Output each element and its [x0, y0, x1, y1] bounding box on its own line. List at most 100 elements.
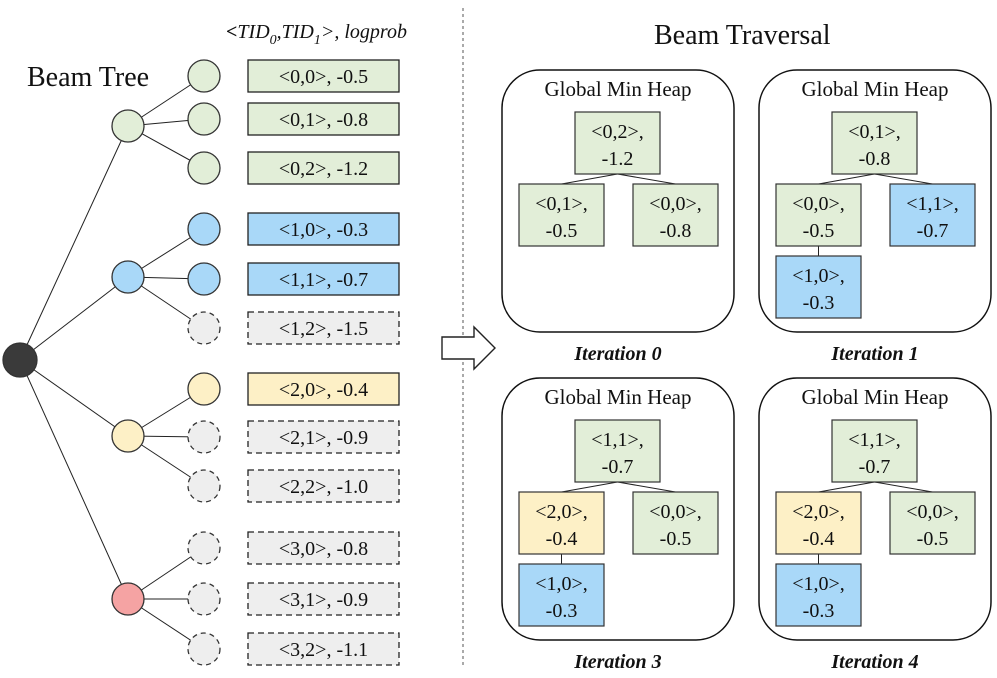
heap-edge [818, 173, 875, 185]
pruned-candidate-box [247, 311, 400, 345]
heap-title: Global Min Heap [802, 77, 949, 101]
heap-right-label: <1,1>, [906, 193, 959, 215]
iteration-label: Iteration 0 [573, 343, 661, 365]
candidate-label: <3,1>, -0.9 [279, 589, 368, 611]
heap-child-box [775, 563, 862, 627]
iteration-label: Iteration 4 [830, 651, 918, 673]
pruned-candidate-box [247, 531, 400, 565]
leaf-node [187, 372, 221, 406]
beam-tree-title: Beam Tree [27, 62, 149, 93]
leaf-node [187, 102, 221, 136]
heap-left-box [775, 491, 862, 555]
heap-right-box [889, 491, 976, 555]
heap-right-value: -0.8 [660, 220, 692, 242]
heap-edge [818, 481, 875, 493]
heap-frame [501, 69, 735, 333]
candidate-box [247, 372, 400, 406]
heap-child-label: <1,0>, [792, 265, 845, 287]
pruned-candidate-box [247, 632, 400, 666]
header-sub1: 1 [314, 33, 321, 48]
heap-root-value: -0.8 [859, 148, 891, 170]
candidate-label: <3,2>, -1.1 [279, 639, 368, 661]
heap-title: Global Min Heap [545, 385, 692, 409]
pruned-leaf-node [187, 311, 221, 345]
leaf-node [187, 151, 221, 185]
tree-edges [19, 75, 205, 650]
heap-left-box [518, 491, 605, 555]
heap-panel: Global Min Heap<0,1>,-0.8<0,0>,-0.5<1,1>… [758, 69, 992, 365]
branch-node [111, 419, 145, 453]
beam-tree: <0,0>, -0.5<0,1>, -0.8<0,2>, -1.2<1,0>, … [2, 59, 400, 666]
heap-root-value: -1.2 [602, 148, 634, 170]
heap-root-label: <0,2>, [591, 121, 644, 143]
heap-right-value: -0.5 [917, 528, 949, 550]
pruned-leaf-node [187, 420, 221, 454]
pruned-leaf-node [187, 469, 221, 503]
header-comma: , [277, 21, 282, 43]
candidate-box [247, 102, 400, 136]
branch-node [111, 582, 145, 616]
heap-child-box [775, 255, 862, 319]
heap-root-box [831, 111, 918, 175]
heap-edge [561, 173, 618, 185]
heap-root-value: -0.7 [602, 456, 634, 478]
tree-edge [19, 359, 129, 600]
pruned-candidate-box [247, 420, 400, 454]
header-sub0: 0 [270, 33, 277, 48]
candidate-label: <2,1>, -0.9 [279, 427, 368, 449]
pruned-candidate-box [247, 469, 400, 503]
heap-root-label: <0,1>, [848, 121, 901, 143]
pruned-leaf-node [187, 632, 221, 666]
leaf-node [187, 59, 221, 93]
heap-left-value: -0.4 [546, 528, 578, 550]
header-tid1: TID [282, 21, 315, 43]
branch-node [111, 109, 145, 143]
heap-left-label: <0,0>, [792, 193, 845, 215]
heap-right-box [889, 183, 976, 247]
root-node [2, 342, 38, 378]
heap-left-value: -0.4 [803, 528, 835, 550]
heap-left-label: <2,0>, [535, 501, 588, 523]
right-arrow-icon [441, 325, 496, 371]
branch-node [111, 260, 145, 294]
heap-right-label: <0,0>, [649, 193, 702, 215]
heap-panel: Global Min Heap<0,2>,-1.2<0,1>,-0.5<0,0>… [501, 69, 735, 365]
iteration-label: Iteration 3 [573, 651, 661, 673]
heap-left-label: <0,1>, [535, 193, 588, 215]
heap-left-value: -0.5 [546, 220, 578, 242]
candidate-box [247, 59, 400, 93]
heap-root-label: <1,1>, [591, 429, 644, 451]
tree-edge [19, 359, 129, 437]
heap-edge [874, 481, 933, 493]
beam-traversal-title: Beam Traversal [654, 20, 831, 51]
candidate-box [247, 212, 400, 246]
candidate-label: <0,2>, -1.2 [279, 158, 368, 180]
heap-panel: Global Min Heap <1,1>, -0.7 <2,0>, -0.4 <0,0>… [501, 377, 735, 673]
candidate-label: <0,0>, -0.5 [279, 66, 368, 88]
tree-edge [19, 276, 129, 361]
heap-left-label: <2,0>, [792, 501, 845, 523]
pruned-candidate-box [247, 582, 400, 616]
candidate-label: <1,0>, -0.3 [279, 219, 368, 241]
pruned-leaf-node [187, 531, 221, 565]
heap-child-label: <1,0>, [535, 573, 588, 595]
heap-left-box [775, 183, 862, 247]
beam-traversal-heaps: Global Min Heap <0,2>, -1.2 <0,1>, -0.5 <0,0>… [501, 69, 992, 673]
heap-root-box [831, 419, 918, 483]
heap-right-box [632, 491, 719, 555]
candidate-box [247, 151, 400, 185]
header-suffix: >, logprob [321, 21, 407, 43]
candidate-label: <1,1>, -0.7 [279, 269, 368, 291]
header-tid0: TID [237, 21, 270, 43]
iteration-label: Iteration 1 [830, 343, 918, 365]
heap-right-box [632, 183, 719, 247]
candidate-box [247, 262, 400, 296]
tree-edge [19, 125, 129, 361]
pruned-leaf-node [187, 582, 221, 616]
heap-root-value: -0.7 [859, 456, 891, 478]
heap-child-value: -0.3 [803, 292, 835, 314]
heap-root-label: <1,1>, [848, 429, 901, 451]
heap-right-label: <0,0>, [649, 501, 702, 523]
